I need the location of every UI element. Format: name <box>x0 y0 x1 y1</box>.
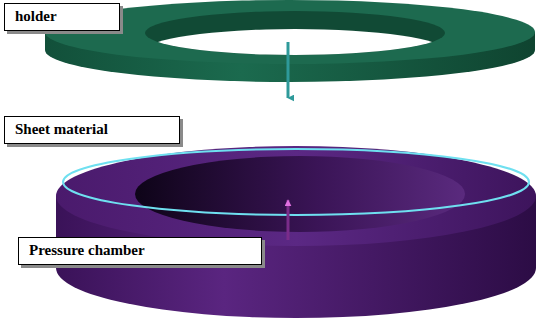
sheet-label: Sheet material <box>4 116 180 144</box>
label-text: Sheet material <box>15 120 108 138</box>
holder-label: holder <box>4 3 120 31</box>
label-text: holder <box>15 7 57 25</box>
pressure-chamber-drawing <box>56 146 536 318</box>
chamber-label: Pressure chamber <box>18 237 262 265</box>
label-text: Pressure chamber <box>29 241 145 259</box>
